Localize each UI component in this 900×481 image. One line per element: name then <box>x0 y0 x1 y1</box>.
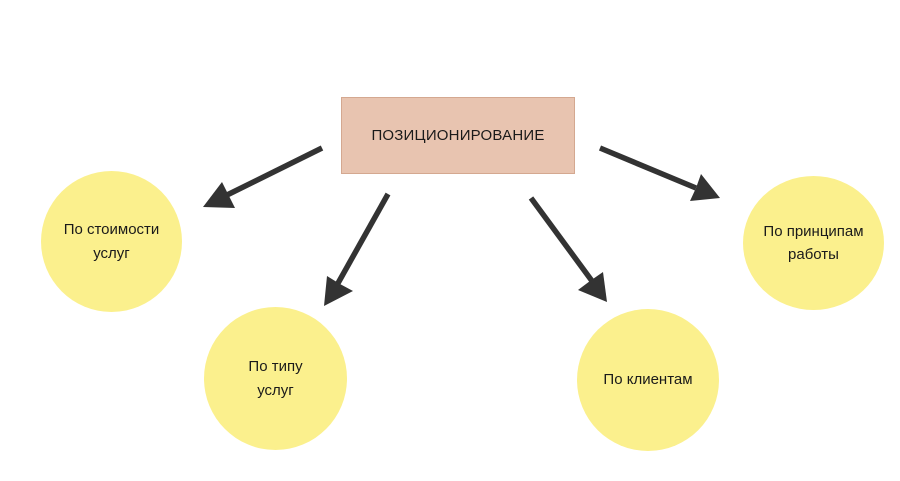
node-by-principles: По принципам работы <box>743 176 884 310</box>
arrow-to-principles <box>598 145 720 201</box>
node-by-principles-label: По принципам работы <box>763 222 864 263</box>
node-by-cost-label: По стоимости услуг <box>63 221 160 262</box>
arrow-to-cost <box>203 145 324 208</box>
node-by-clients-label: По клиентам <box>603 371 693 389</box>
root-node: ПОЗИЦИОНИРОВАНИЕ <box>341 97 575 174</box>
root-node-label: ПОЗИЦИОНИРОВАНИЕ <box>371 127 545 144</box>
node-by-type-label: По типу услуг <box>248 358 303 399</box>
node-by-type: По типу услуг <box>204 307 347 450</box>
node-by-cost: По стоимости услуг <box>41 171 182 312</box>
node-by-clients: По клиентам <box>577 309 719 451</box>
arrow-to-clients <box>528 196 607 302</box>
arrow-to-type <box>324 192 391 306</box>
